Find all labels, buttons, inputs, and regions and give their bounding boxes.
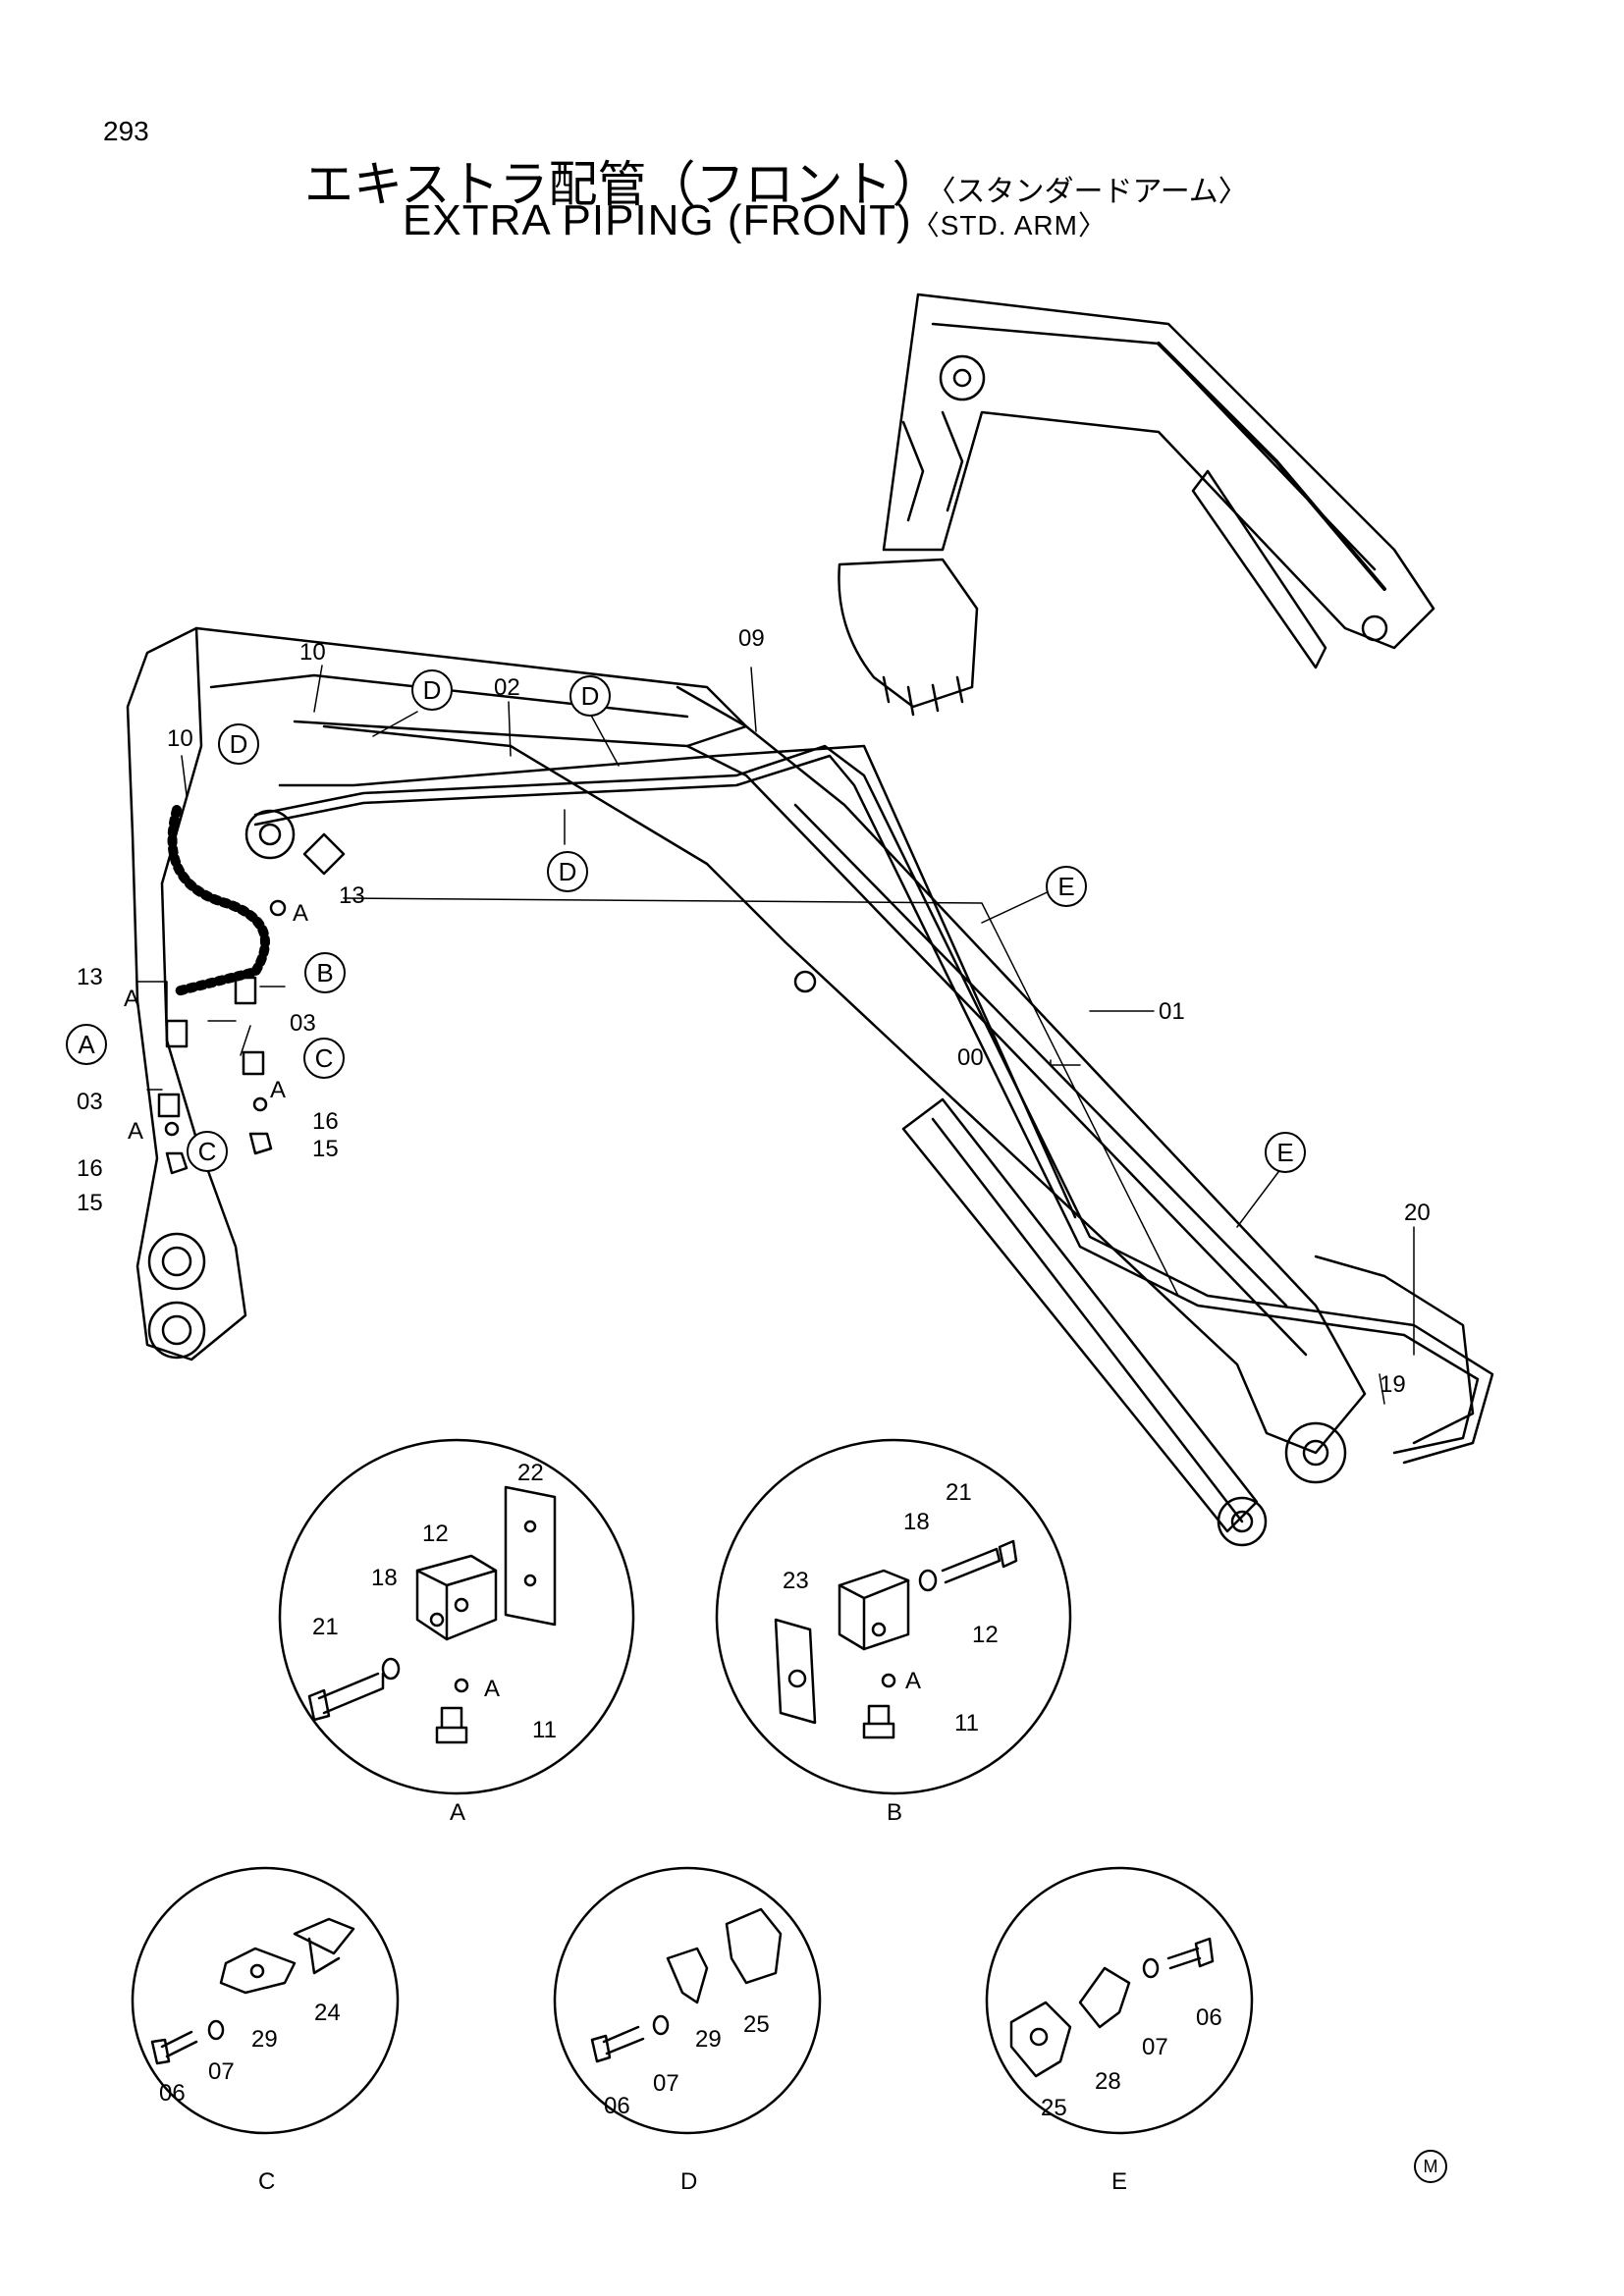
detail-a-label: A: [450, 1799, 465, 1826]
callout-01: 01: [1159, 998, 1185, 1025]
detail-circle-c: [131, 1866, 400, 2135]
svg-text:A: A: [78, 1030, 95, 1059]
detail-d-part: 29: [695, 2026, 722, 2053]
detail-b-parts: [774, 1539, 1018, 1739]
callout-a: A: [124, 986, 139, 1012]
circle-letter-d: D: [547, 851, 588, 892]
callout-03: 03: [290, 1010, 316, 1037]
circle-letter-e: E: [1046, 866, 1087, 907]
arm: [322, 685, 1367, 1547]
callout-15: 15: [312, 1136, 339, 1162]
callout-13: 13: [77, 964, 103, 990]
detail-b-label: B: [887, 1799, 902, 1826]
detail-a-part: 22: [517, 1460, 544, 1486]
detail-c-label: C: [258, 2168, 275, 2195]
svg-text:D: D: [230, 729, 248, 759]
detail-d-parts: [590, 1907, 783, 2063]
detail-d-part: 06: [604, 2093, 630, 2119]
detail-a-part: 18: [371, 1565, 398, 1591]
title-japanese: エキストラ配管（フロント）〈スタンダードアーム〉: [304, 145, 1248, 216]
callout-a: A: [270, 1077, 286, 1103]
detail-circle-b: [715, 1438, 1072, 1795]
circle-letter-d: D: [569, 675, 611, 717]
detail-c-part: 07: [208, 2058, 235, 2085]
detail-a-part: A: [484, 1676, 500, 1702]
manufacturer-mark: M: [1414, 2150, 1447, 2183]
title-english: EXTRA PIPING (FRONT)〈STD. ARM〉: [403, 196, 1107, 245]
callout-00: 00: [957, 1044, 984, 1071]
callout-10: 10: [299, 639, 326, 666]
callout-20: 20: [1404, 1200, 1431, 1226]
page-number: 293: [103, 116, 149, 146]
detail-e-part: 28: [1095, 2068, 1121, 2095]
svg-text:B: B: [316, 958, 333, 988]
detail-a-part: 11: [532, 1717, 557, 1743]
detail-b-part: A: [905, 1668, 921, 1694]
detail-circle-d: [553, 1866, 822, 2135]
piping-lines: [167, 744, 1494, 1465]
detail-c-part: 24: [314, 2000, 341, 2026]
detail-a-parts: [307, 1485, 557, 1744]
svg-text:D: D: [581, 681, 600, 711]
detail-circle-e: [985, 1866, 1254, 2135]
detail-labels: A 12 22 21 18 A 11 B 18 21 23 12 A 11 C …: [159, 1460, 1222, 2195]
detail-b-part: 18: [903, 1509, 930, 1535]
circle-letter-c: C: [187, 1131, 228, 1172]
svg-text:D: D: [559, 857, 577, 886]
callout-16: 16: [312, 1108, 339, 1135]
detail-circle-a: [278, 1438, 635, 1795]
boom-fittings: [157, 832, 346, 1175]
callout-03: 03: [77, 1089, 103, 1115]
detail-d-part: 07: [653, 2070, 679, 2097]
callout-a: A: [293, 900, 308, 927]
detail-e-parts: [1009, 1937, 1215, 2078]
detail-a-part: 12: [422, 1521, 449, 1547]
callout-16: 16: [77, 1155, 103, 1182]
title-japanese-sub: 〈スタンダードアーム〉: [941, 176, 1248, 208]
detail-e-label: E: [1111, 2168, 1127, 2195]
callout-02: 02: [494, 674, 520, 701]
svg-text:E: E: [1276, 1138, 1293, 1167]
leader-lines: [136, 665, 1415, 1405]
circle-letter-d: D: [411, 669, 453, 711]
circled-letters: D D D D B A C C E E: [66, 669, 1306, 1173]
title-japanese-main: エキストラ配管（フロント）: [304, 157, 942, 212]
callout-10: 10: [167, 725, 193, 752]
detail-e-part: 07: [1142, 2034, 1168, 2060]
callout-a: A: [128, 1118, 143, 1145]
svg-text:C: C: [198, 1137, 217, 1166]
circle-letter-e: E: [1265, 1132, 1306, 1173]
inset-arm-bucket: [838, 293, 1435, 717]
svg-text:C: C: [315, 1043, 334, 1073]
circle-letter-a: A: [66, 1024, 107, 1065]
detail-c-parts: [150, 1917, 355, 2065]
detail-d-part: 25: [743, 2011, 770, 2038]
detail-b-part: 23: [783, 1568, 809, 1594]
detail-e-part: 25: [1041, 2095, 1067, 2121]
callout-15: 15: [77, 1190, 103, 1216]
detail-c-part: 29: [251, 2026, 278, 2053]
circle-letter-d: D: [218, 723, 259, 765]
detail-b-part: 21: [946, 1479, 972, 1506]
circle-letter-c: C: [303, 1038, 345, 1079]
title-english-sub: 〈STD. ARM〉: [911, 210, 1107, 240]
svg-text:D: D: [423, 675, 442, 705]
detail-b-part: 11: [954, 1710, 979, 1736]
circle-letter-b: B: [304, 952, 346, 993]
callout-19: 19: [1380, 1371, 1406, 1398]
callout-09: 09: [738, 625, 765, 652]
detail-d-label: D: [680, 2168, 697, 2195]
detail-e-part: 06: [1196, 2004, 1222, 2031]
svg-text:E: E: [1057, 872, 1074, 901]
detail-b-part: 12: [972, 1622, 999, 1648]
detail-c-part: 06: [159, 2080, 186, 2107]
detail-a-part: 21: [312, 1614, 339, 1640]
title-english-main: EXTRA PIPING (FRONT): [403, 196, 912, 244]
callout-labels: 10 10 02 09 13 13 03 03 16 16 15 15 01 0…: [77, 625, 1431, 1398]
callout-13: 13: [339, 882, 365, 909]
